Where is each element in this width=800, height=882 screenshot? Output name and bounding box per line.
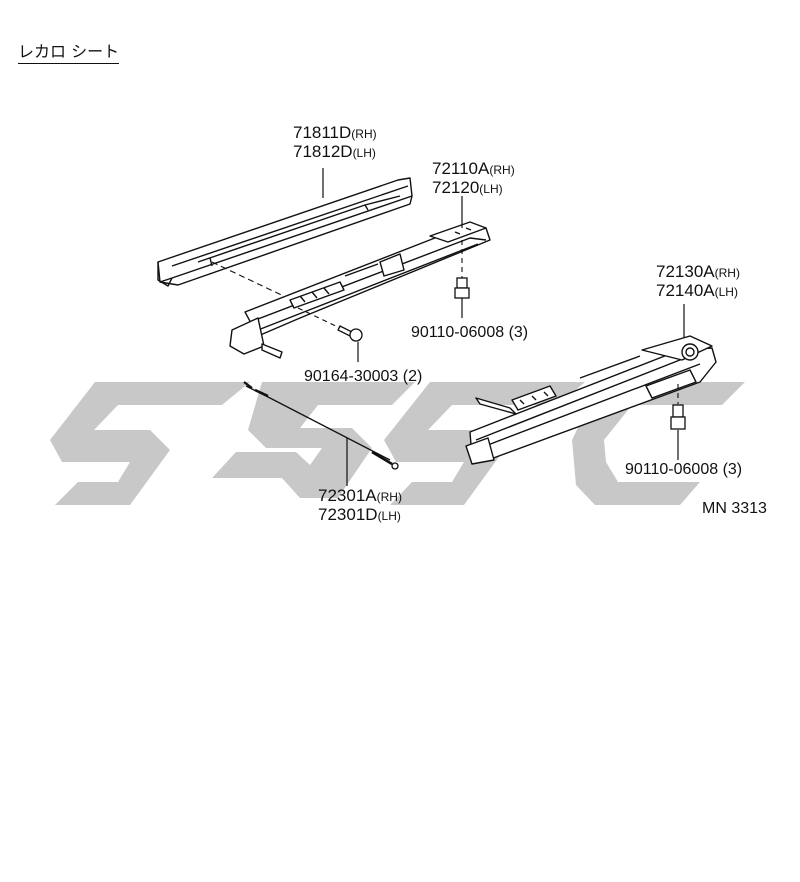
dash-line-cover — [211, 261, 293, 301]
page-title: レカロ シート — [18, 38, 120, 64]
side-code: (LH) — [479, 182, 503, 196]
part-number: 72120 — [432, 178, 480, 197]
bolt-a-part — [454, 277, 470, 299]
side-code: (RH) — [376, 490, 402, 504]
label-rail-a-lh: 72120(LH) — [432, 179, 503, 197]
screw-part — [337, 325, 363, 342]
part-number: 71812D — [293, 142, 353, 161]
dash-line-screw — [297, 307, 341, 329]
label-rail-b-rh: 72130A(RH) — [656, 263, 740, 281]
side-code: (LH) — [714, 285, 738, 299]
label-bolt-a: 90110-06008 (3) — [411, 324, 529, 341]
side-code: (RH) — [351, 127, 377, 141]
bolt-b-part — [670, 404, 686, 430]
part-number: 72301A — [318, 486, 377, 505]
label-screw: 90164-30003 (2) — [304, 368, 423, 385]
part-number: 72140A — [656, 281, 715, 300]
label-cover-rh: 71811D(RH) — [293, 124, 377, 142]
label-cable-rh: 72301A(RH) — [318, 487, 402, 505]
label-bolt-b: 90110-06008 (3) — [625, 461, 743, 478]
seat-rail-left-part — [229, 221, 491, 359]
side-code: (RH) — [714, 266, 740, 280]
label-rail-a-rh: 72110A(RH) — [432, 160, 515, 178]
side-code: (LH) — [377, 509, 401, 523]
release-cable-part — [243, 381, 399, 470]
part-number: 72110A — [432, 159, 490, 178]
diagram-id: MN 3313 — [702, 500, 767, 517]
part-number: 72301D — [318, 505, 378, 524]
part-number: 71811D — [293, 123, 352, 142]
label-cover-lh: 71812D(LH) — [293, 143, 376, 161]
seat-rail-right-part — [465, 335, 717, 465]
label-rail-b-lh: 72140A(LH) — [656, 282, 738, 300]
side-code: (LH) — [352, 146, 376, 160]
part-number: 72130A — [656, 262, 715, 281]
side-code: (RH) — [489, 163, 515, 177]
seat-rail-cover-part — [157, 177, 413, 287]
label-cable-lh: 72301D(LH) — [318, 506, 401, 524]
